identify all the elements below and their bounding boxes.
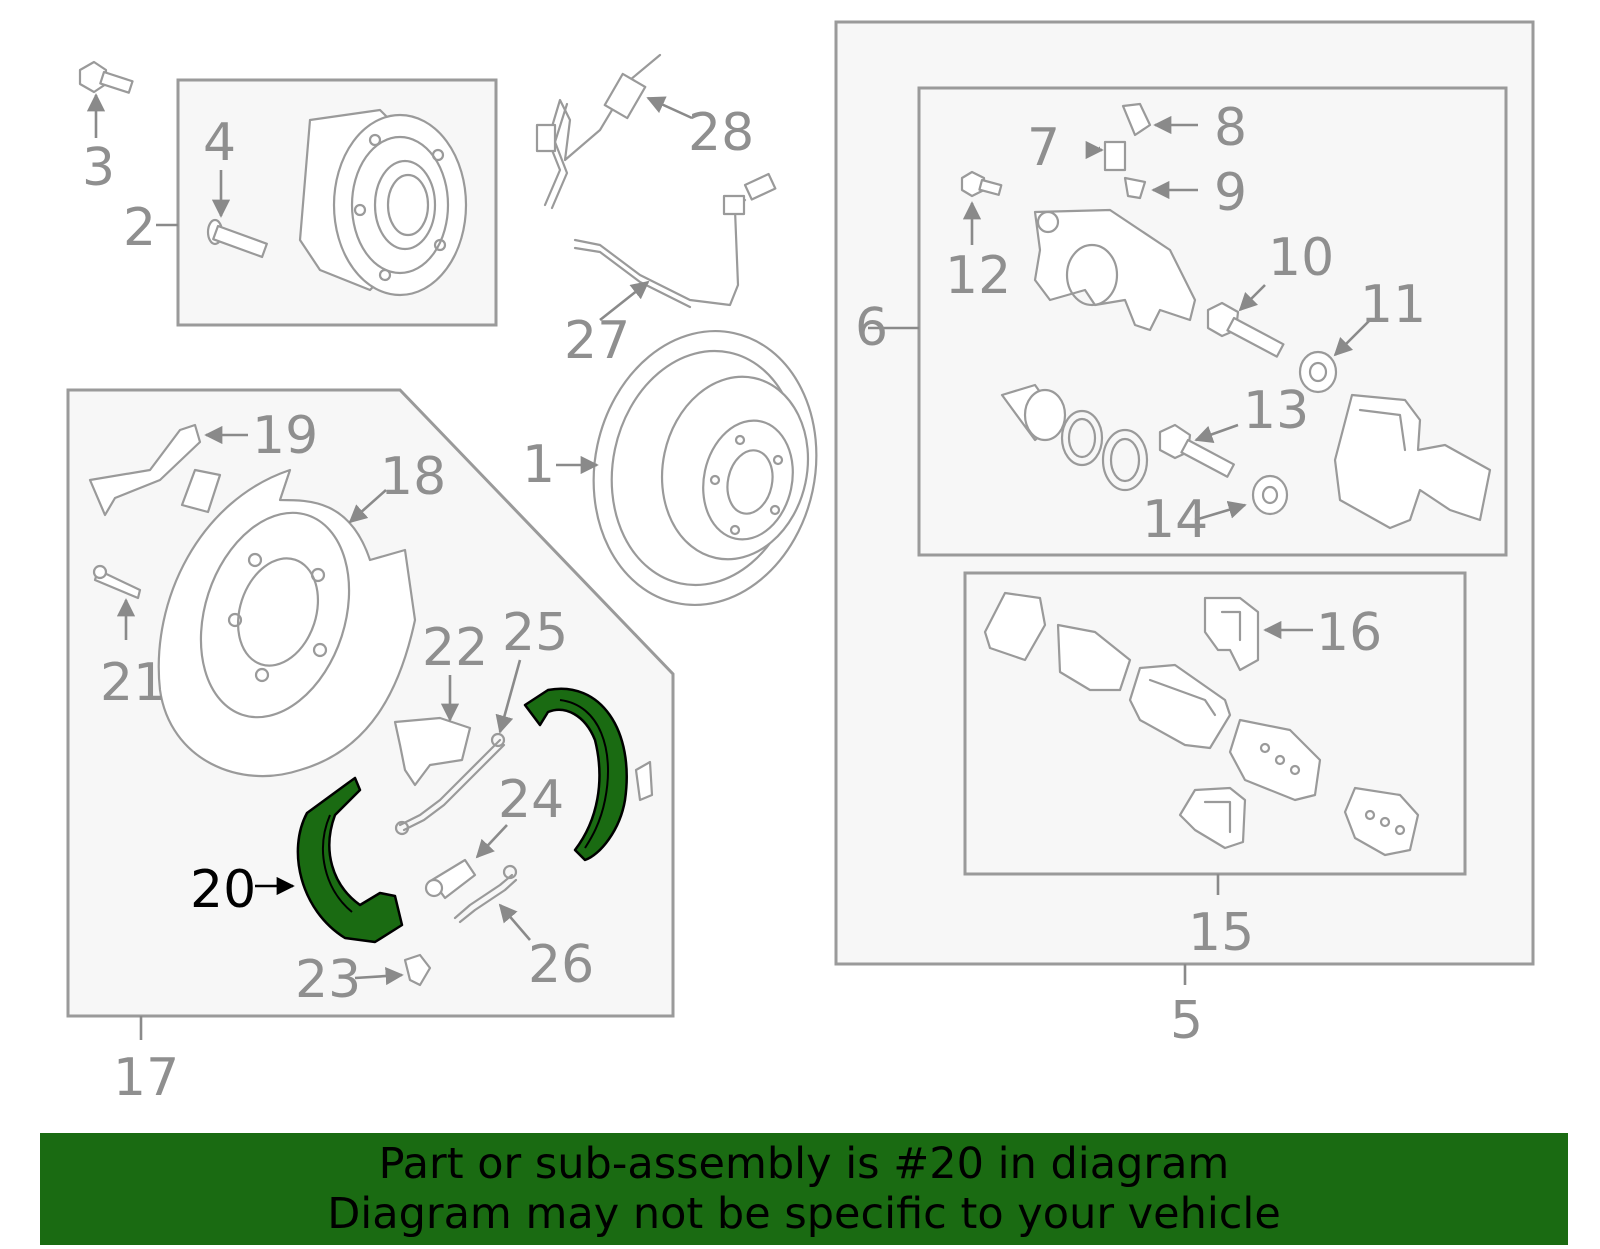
sensor-wire-part-28[interactable] [535, 53, 662, 210]
label-27: 27 [564, 311, 630, 371]
brake-pad-inner[interactable] [1228, 718, 1322, 802]
retainer-clip [634, 760, 654, 802]
label-21: 21 [100, 653, 166, 713]
bolt-part-3[interactable] [78, 60, 134, 94]
spring-part-25[interactable] [394, 732, 506, 836]
label-23: 23 [295, 950, 361, 1010]
label-10: 10 [1268, 228, 1334, 288]
guide-pin-part-13[interactable] [1158, 423, 1236, 478]
label-9: 9 [1214, 163, 1247, 223]
label-7: 7 [1027, 118, 1060, 178]
label-17: 17 [113, 1048, 179, 1108]
boot-part-11[interactable] [1298, 350, 1338, 394]
label-24: 24 [498, 770, 564, 830]
label-15: 15 [1188, 903, 1254, 963]
dust-boot[interactable] [1101, 428, 1149, 492]
label-26: 26 [528, 935, 594, 995]
label-13: 13 [1243, 381, 1309, 441]
wheel-hub-part-2[interactable] [298, 108, 468, 297]
banner-line-2: Diagram may not be specific to your vehi… [327, 1189, 1281, 1239]
cap-part-8[interactable] [1121, 102, 1152, 137]
label-4: 4 [203, 113, 236, 173]
caliper-bracket[interactable] [1333, 393, 1492, 530]
clip-part-23[interactable] [403, 953, 432, 987]
label-5: 5 [1170, 991, 1203, 1051]
label-3: 3 [82, 138, 115, 198]
brake-pad-outer[interactable] [1128, 663, 1232, 750]
bolt-part-12[interactable] [960, 170, 1003, 198]
boot-part-14[interactable] [1251, 474, 1289, 516]
spring-part-26[interactable] [453, 864, 518, 924]
anti-rattle-clip-part-16[interactable] [1203, 596, 1260, 672]
pad-shim-outer[interactable] [983, 591, 1047, 662]
brake-shoe-right[interactable] [523, 687, 628, 862]
wear-sensor-part-27[interactable] [573, 172, 777, 309]
label-16: 16 [1316, 603, 1382, 663]
label-1: 1 [522, 435, 555, 495]
pin-part-21[interactable] [92, 564, 142, 600]
piston[interactable] [1000, 383, 1067, 442]
guide-pin-part-10[interactable] [1206, 301, 1285, 358]
label-2: 2 [123, 198, 156, 258]
pad-shim-inner[interactable] [1343, 786, 1420, 857]
label-19: 19 [252, 406, 318, 466]
clip-part-9[interactable] [1123, 176, 1147, 200]
label-8: 8 [1214, 98, 1247, 158]
label-22: 22 [422, 618, 488, 678]
brake-shoe-part-20[interactable] [296, 776, 404, 944]
label-11: 11 [1360, 275, 1426, 335]
callout-labels: 3 4 2 28 27 1 6 7 8 9 10 11 12 13 14 16 … [82, 98, 1426, 1108]
pad-shim[interactable] [1056, 623, 1132, 692]
label-18: 18 [380, 447, 446, 507]
strut-part-24[interactable] [424, 858, 477, 900]
info-banner: Part or sub-assembly is #20 in diagram D… [40, 1133, 1568, 1245]
lever-part-19[interactable] [88, 423, 222, 517]
brake-rotor-part-1[interactable] [569, 310, 842, 626]
label-6: 6 [855, 298, 888, 358]
label-14: 14 [1142, 490, 1208, 550]
label-12: 12 [945, 246, 1011, 306]
bleeder-part-7[interactable] [1103, 140, 1127, 172]
label-20: 20 [190, 860, 256, 920]
label-25: 25 [502, 603, 568, 663]
caliper-housing[interactable] [1033, 208, 1197, 332]
piston-seal[interactable] [1060, 409, 1104, 467]
leader-lines [86, 93, 1371, 1040]
wheel-stud-part-4[interactable] [206, 218, 268, 259]
banner-line-1: Part or sub-assembly is #20 in diagram [378, 1139, 1230, 1189]
backing-plate-part-18[interactable] [157, 468, 417, 778]
anti-rattle-clip-lower[interactable] [1178, 786, 1247, 850]
label-28: 28 [688, 103, 754, 163]
